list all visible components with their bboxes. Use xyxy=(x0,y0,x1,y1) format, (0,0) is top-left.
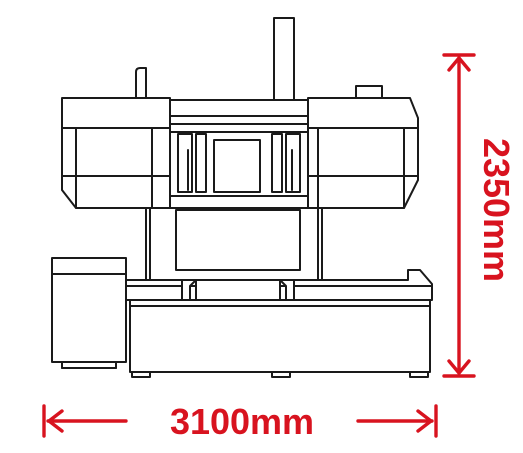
width-dimension: 3100mm xyxy=(42,401,438,442)
saw-head xyxy=(165,99,313,209)
guide-column xyxy=(273,17,295,101)
height-dimension-label: 2350mm xyxy=(476,138,517,282)
width-dimension-label: 3100mm xyxy=(170,401,314,442)
band-saw-machine-drawing xyxy=(51,17,433,378)
height-bottom-arrowhead xyxy=(447,359,471,375)
machine-base xyxy=(129,299,431,378)
height-dimension: 2350mm xyxy=(442,53,517,378)
left-handle xyxy=(135,67,147,99)
hydraulic-box xyxy=(51,257,127,369)
left-wheel-housing xyxy=(61,97,171,209)
height-top-arrowhead xyxy=(447,56,471,72)
width-right-arrowhead xyxy=(416,409,433,433)
right-wheel-housing xyxy=(307,97,419,209)
top-right-box xyxy=(355,85,383,99)
width-left-arrowhead xyxy=(47,409,64,433)
